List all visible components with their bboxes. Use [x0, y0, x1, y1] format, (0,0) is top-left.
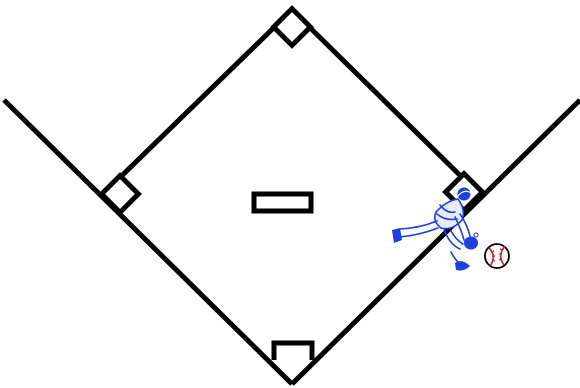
second-base-icon	[274, 9, 311, 46]
base-path-second-to-first	[292, 10, 478, 193]
first-base-foul-line	[292, 100, 580, 384]
pitchers-rubber	[254, 194, 311, 211]
fielder-diving-icon	[392, 188, 478, 271]
base-path-third-to-second	[104, 10, 292, 193]
home-plate-icon	[274, 343, 312, 360]
third-base-foul-line	[4, 100, 292, 384]
baseball-icon	[485, 244, 509, 268]
third-base-icon	[102, 176, 139, 213]
